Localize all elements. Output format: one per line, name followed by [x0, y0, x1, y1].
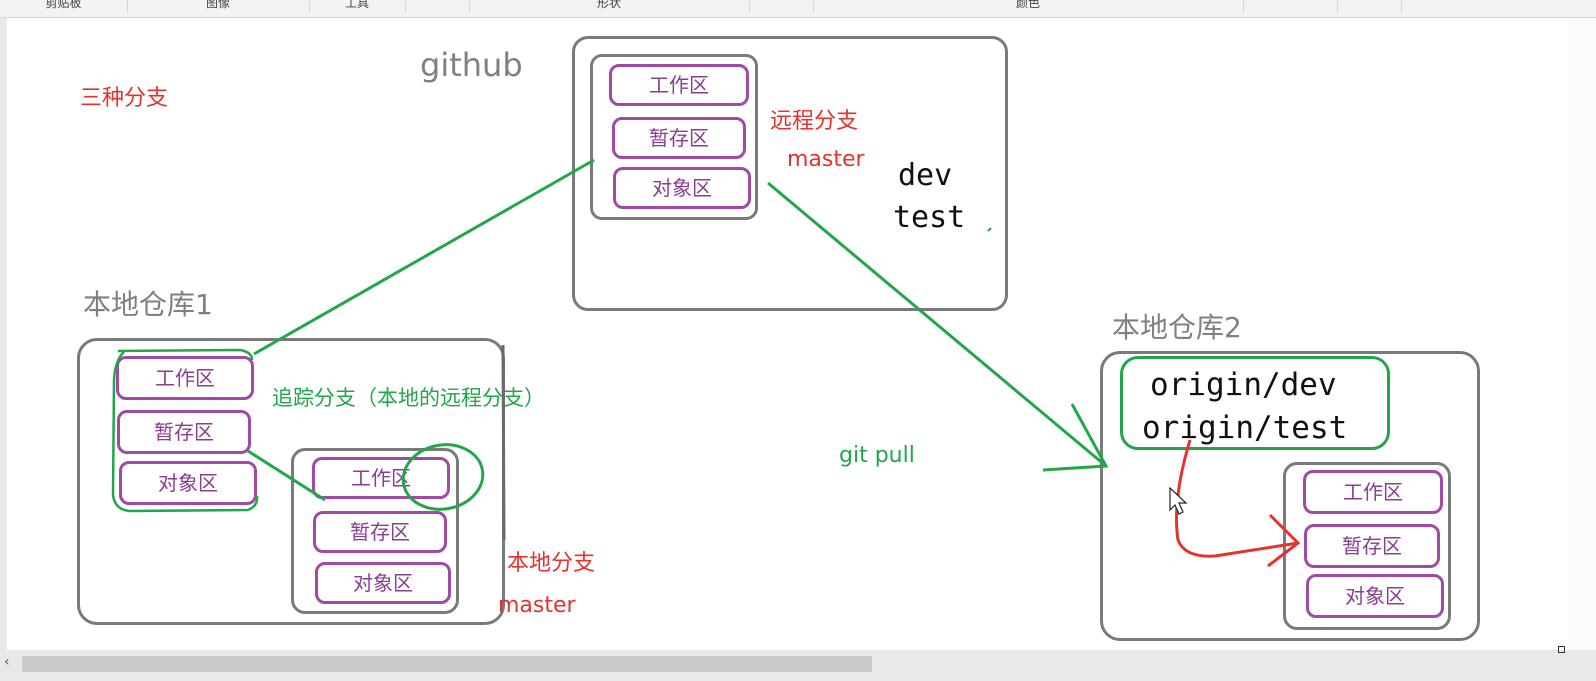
- origin-test-label: origin/test: [1142, 410, 1348, 446]
- ribbon-group-spacer-1: [405, 0, 470, 13]
- tracking-to-local-line: [247, 449, 326, 502]
- ribbon-bar: 剪贴板 图像 工具 形状 颜色: [0, 0, 1596, 18]
- github-master-label: master: [787, 147, 865, 172]
- local2-work-area: 工作区: [1303, 470, 1443, 514]
- ribbon-group-spacer-2: [749, 0, 814, 13]
- local1-tracking-work-area: 工作区: [116, 356, 254, 400]
- local2-staging-area: 暂存区: [1304, 524, 1440, 568]
- horizontal-scrollbar-thumb[interactable]: [22, 656, 872, 672]
- local-repo-2-box: [1100, 351, 1480, 641]
- ribbon-group-spacer-3: [1243, 0, 1338, 13]
- ribbon-group-shapes: 形状: [469, 0, 750, 13]
- git-pull-arrowhead: [1042, 403, 1109, 472]
- ribbon-group-tools: 工具: [309, 0, 406, 13]
- github-to-local1-line: [253, 158, 595, 356]
- github-repo-box: [572, 36, 1008, 311]
- github-areas-group: [590, 54, 758, 220]
- canvas-right-edge: [1568, 18, 1596, 650]
- small-green-tick: [987, 227, 992, 232]
- git-pull-arrow: [767, 181, 1107, 468]
- local1-work-area: 工作区: [312, 457, 450, 499]
- work-area-circle: [401, 443, 485, 511]
- local1-tracking-object-area: 对象区: [119, 461, 257, 505]
- origin-dev-label: origin/dev: [1150, 367, 1337, 403]
- local1-object-area: 对象区: [315, 562, 451, 604]
- github-label: github: [420, 46, 523, 84]
- local1-right-edge-stroke: [501, 344, 506, 541]
- tracking-bracket-top: [117, 348, 254, 361]
- local1-staging-area: 暂存区: [313, 511, 447, 553]
- ribbon-group-clipboard: 剪贴板: [0, 0, 128, 13]
- local1-master-label: master: [498, 593, 576, 618]
- tracking-bracket: [111, 351, 259, 513]
- github-object-area: 对象区: [613, 167, 751, 209]
- origin-to-staging-arrowhead: [1267, 513, 1301, 568]
- local-repo-1-label: 本地仓库1: [83, 288, 213, 321]
- ribbon-group-colors: 颜色: [813, 0, 1244, 13]
- canvas-resize-handle[interactable]: [1558, 646, 1565, 653]
- remote-branch-label: 远程分支: [770, 109, 859, 134]
- tracking-branch-label: 追踪分支（本地的远程分支）: [272, 386, 545, 410]
- three-branches-title: 三种分支: [80, 86, 169, 111]
- local2-object-area: 对象区: [1306, 574, 1444, 618]
- ribbon-group-image: 图像: [127, 0, 310, 13]
- local-branch-label: 本地分支: [507, 551, 596, 576]
- local-repo-2-label: 本地仓库2: [1112, 311, 1242, 344]
- ribbon-group-spacer-4: [1337, 0, 1402, 13]
- github-work-area: 工作区: [609, 64, 749, 106]
- git-pull-label: git pull: [839, 443, 915, 468]
- origin-to-staging-arrow: [1175, 439, 1299, 558]
- github-branch-dev: dev: [898, 158, 953, 193]
- canvas-left-edge: [0, 18, 7, 650]
- local1-tracking-staging-area: 暂存区: [117, 410, 251, 454]
- mouse-cursor-icon: [1169, 486, 1188, 515]
- local1-branch-group: [291, 448, 459, 614]
- origin-branches-box: [1120, 356, 1390, 450]
- github-staging-area: 暂存区: [612, 117, 746, 159]
- github-branch-test: test: [893, 200, 966, 235]
- scroll-left-icon[interactable]: ‹: [4, 654, 10, 670]
